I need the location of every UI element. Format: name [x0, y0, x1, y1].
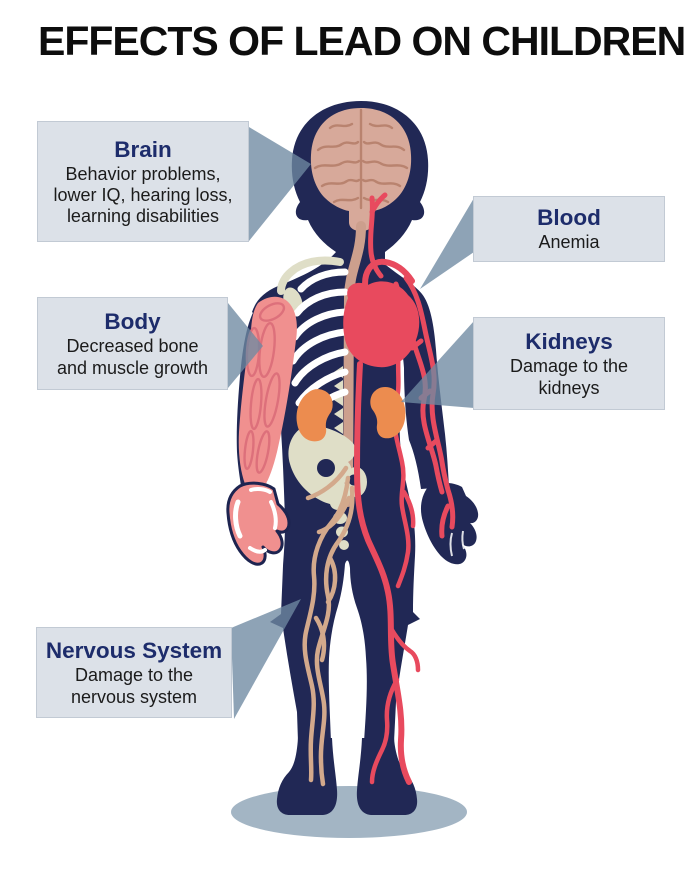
right-foot: [356, 738, 418, 815]
kidneys-illustration: [296, 386, 406, 442]
ground-shadow: [231, 786, 467, 838]
callout-kidneys: Kidneys Damage to the kidneys: [473, 317, 665, 410]
neck-arteries: [368, 192, 388, 279]
clavicle: [277, 256, 344, 295]
brain-folds: [313, 108, 409, 210]
page-title: EFFECTS OF LEAD ON CHILDREN: [38, 18, 686, 64]
callout-brain-desc: Behavior problems, lower IQ, hearing los…: [53, 163, 233, 227]
left-kidney: [296, 389, 333, 442]
callout-body-title: Body: [104, 309, 161, 335]
callout-brain-title: Brain: [114, 136, 172, 162]
callout-pointers: [228, 127, 474, 719]
callout-blood-desc: Anemia: [538, 232, 600, 253]
callout-body: Body Decreased bone and muscle growth: [37, 297, 228, 390]
kidneys-pointer: [401, 321, 474, 408]
callout-brain: Brain Behavior problems, lower IQ, heari…: [37, 121, 249, 242]
nervous-pointer: [231, 599, 301, 719]
brain-pointer: [249, 127, 311, 241]
sacrum: [330, 496, 349, 550]
callout-nervous-system: Nervous System Damage to the nervous sys…: [36, 627, 232, 718]
left-foot: [276, 738, 338, 815]
hand-tendons: [233, 486, 278, 554]
brain-illustration: [310, 108, 412, 231]
circulatory-system: [343, 192, 456, 785]
pelvis: [288, 425, 367, 550]
left-hand: [226, 481, 291, 566]
callout-blood-title: Blood: [537, 205, 601, 231]
callout-nervous-title: Nervous System: [45, 638, 223, 664]
callout-blood: Blood Anemia: [473, 196, 665, 262]
leg-nerves: [302, 465, 355, 787]
callout-kidneys-desc: Damage to the kidneys: [509, 356, 629, 398]
right-kidney: [370, 386, 406, 439]
aorta-arch: [362, 258, 415, 295]
body-pointer: [228, 303, 263, 388]
right-hand: [420, 482, 479, 565]
muscle-striations: [243, 302, 286, 474]
callout-body-desc: Decreased bone and muscle growth: [56, 336, 209, 378]
blood-pointer: [420, 198, 474, 289]
callout-kidneys-title: Kidneys: [525, 329, 613, 355]
callout-nervous-desc: Damage to the nervous system: [70, 665, 198, 707]
right-hand-finger-gaps: [449, 530, 465, 557]
